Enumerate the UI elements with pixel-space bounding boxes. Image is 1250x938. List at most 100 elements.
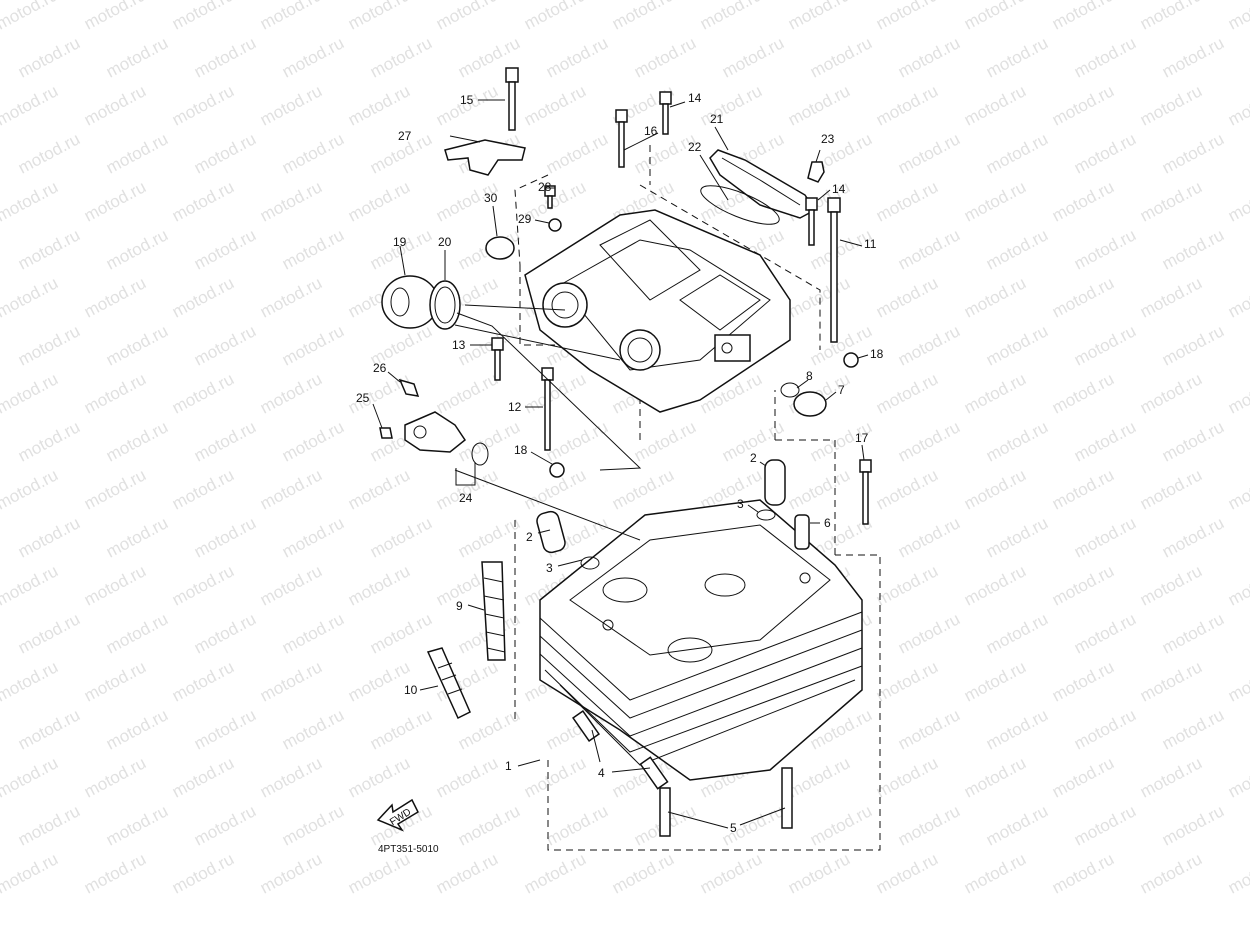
watermark-text: motod.ru xyxy=(81,273,149,321)
watermark-text: motod.ru xyxy=(81,81,149,129)
watermark-text: motod.ru xyxy=(169,849,237,897)
watermark-text: motod.ru xyxy=(697,81,765,129)
watermark-text: motod.ru xyxy=(257,369,325,417)
watermark-text: motod.ru xyxy=(873,465,941,513)
watermark-text: motod.ru xyxy=(609,0,677,34)
callout-22: 22 xyxy=(688,140,702,154)
watermark-text: motod.ru xyxy=(1225,561,1250,609)
callout-2: 2 xyxy=(750,451,757,465)
watermark-text: motod.ru xyxy=(521,81,589,129)
watermark-text: motod.ru xyxy=(103,33,171,81)
watermark-text: motod.ru xyxy=(961,561,1029,609)
watermark-text: motod.ru xyxy=(895,417,963,465)
watermark-text: motod.ru xyxy=(433,369,501,417)
cylinder-head-cover xyxy=(524,209,791,413)
callout-6: 6 xyxy=(824,516,831,530)
watermark-text: motod.ru xyxy=(543,801,611,849)
watermark-text: motod.ru xyxy=(169,561,237,609)
watermark-text: motod.ru xyxy=(1225,369,1250,417)
valve-guides xyxy=(536,459,810,570)
watermark-text: motod.ru xyxy=(1071,225,1139,273)
watermark-text: motod.ru xyxy=(455,513,523,561)
watermark-text: motod.ru xyxy=(257,753,325,801)
watermark-text: motod.ru xyxy=(279,513,347,561)
watermark-text: motod.ru xyxy=(961,0,1029,34)
watermark-text: motod.ru xyxy=(807,801,875,849)
watermark-text: motod.ru xyxy=(1049,465,1117,513)
plug-30 xyxy=(485,236,515,260)
watermark-text: motod.ru xyxy=(15,609,83,657)
watermark-text: motod.ru xyxy=(15,129,83,177)
watermark-text: motod.ru xyxy=(983,801,1051,849)
callout-18: 18 xyxy=(514,443,528,457)
callout-14: 14 xyxy=(832,182,846,196)
watermark-text: motod.ru xyxy=(785,81,853,129)
watermark-text: motod.ru xyxy=(345,657,413,705)
spark-plug-cap-9 xyxy=(481,561,506,661)
callout-5: 5 xyxy=(730,821,737,835)
callout-15: 15 xyxy=(460,93,474,107)
callout-18: 18 xyxy=(870,347,884,361)
watermark-text: motod.ru xyxy=(873,561,941,609)
callout-29: 29 xyxy=(518,212,532,226)
watermark-text: motod.ru xyxy=(1225,273,1250,321)
watermark-text: motod.ru xyxy=(895,609,963,657)
watermark-text: motod.ru xyxy=(279,801,347,849)
watermark-text: motod.ru xyxy=(1225,849,1250,897)
watermark-text: motod.ru xyxy=(521,0,589,34)
watermark-text: motod.ru xyxy=(367,513,435,561)
watermark-text: motod.ru xyxy=(719,33,787,81)
watermark-text: motod.ru xyxy=(1071,417,1139,465)
watermark-text: motod.ru xyxy=(1071,705,1139,753)
watermark-text: motod.ru xyxy=(345,0,413,34)
watermark-text: motod.ru xyxy=(169,81,237,129)
callout-28: 28 xyxy=(538,180,552,194)
watermark-text: motod.ru xyxy=(1159,513,1227,561)
watermark-text: motod.ru xyxy=(0,849,61,897)
watermark-text: motod.ru xyxy=(15,321,83,369)
callout-4: 4 xyxy=(598,766,605,780)
watermark-text: motod.ru xyxy=(455,801,523,849)
watermark-text: motod.ru xyxy=(1137,561,1205,609)
watermark-text: motod.ru xyxy=(1225,753,1250,801)
watermark-text: motod.ru xyxy=(609,849,677,897)
watermark-text: motod.ru xyxy=(983,33,1051,81)
watermark-text: motod.ru xyxy=(1071,129,1139,177)
watermark-text: motod.ru xyxy=(81,0,149,34)
watermark-text: motod.ru xyxy=(983,513,1051,561)
watermark-text: motod.ru xyxy=(191,801,259,849)
watermark-text: motod.ru xyxy=(15,225,83,273)
watermark-text: motod.ru xyxy=(1071,609,1139,657)
watermark-text: motod.ru xyxy=(0,753,61,801)
watermark-text: motod.ru xyxy=(191,33,259,81)
watermark-text: motod.ru xyxy=(279,129,347,177)
watermark-text: motod.ru xyxy=(521,849,589,897)
watermark-text: motod.ru xyxy=(345,177,413,225)
callout-27: 27 xyxy=(398,129,412,143)
watermark-text: motod.ru xyxy=(1159,705,1227,753)
watermark-text: motod.ru xyxy=(1049,369,1117,417)
watermark-text: motod.ru xyxy=(873,81,941,129)
watermark-text: motod.ru xyxy=(961,177,1029,225)
callout-23: 23 xyxy=(821,132,835,146)
callout-17: 17 xyxy=(855,431,869,445)
cylinder-head xyxy=(539,499,863,781)
watermark-text: motod.ru xyxy=(0,177,61,225)
watermark-text: motod.ru xyxy=(169,657,237,705)
watermark-text: motod.ru xyxy=(455,417,523,465)
watermark-text: motod.ru xyxy=(279,321,347,369)
watermark-text: motod.ru xyxy=(1137,753,1205,801)
watermark-text: motod.ru xyxy=(697,849,765,897)
watermark-text: motod.ru xyxy=(1137,0,1205,34)
o-ring-8 xyxy=(780,382,800,398)
watermark-text: motod.ru xyxy=(1159,609,1227,657)
watermark-text: motod.ru xyxy=(0,273,61,321)
watermark-text: motod.ru xyxy=(873,657,941,705)
watermark-text: motod.ru xyxy=(983,417,1051,465)
watermark-text: motod.ru xyxy=(345,465,413,513)
diagram-code: 4PT351-5010 xyxy=(378,844,439,855)
watermark-text: motod.ru xyxy=(1225,177,1250,225)
watermark-text: motod.ru xyxy=(895,33,963,81)
watermark-text: motod.ru xyxy=(191,609,259,657)
